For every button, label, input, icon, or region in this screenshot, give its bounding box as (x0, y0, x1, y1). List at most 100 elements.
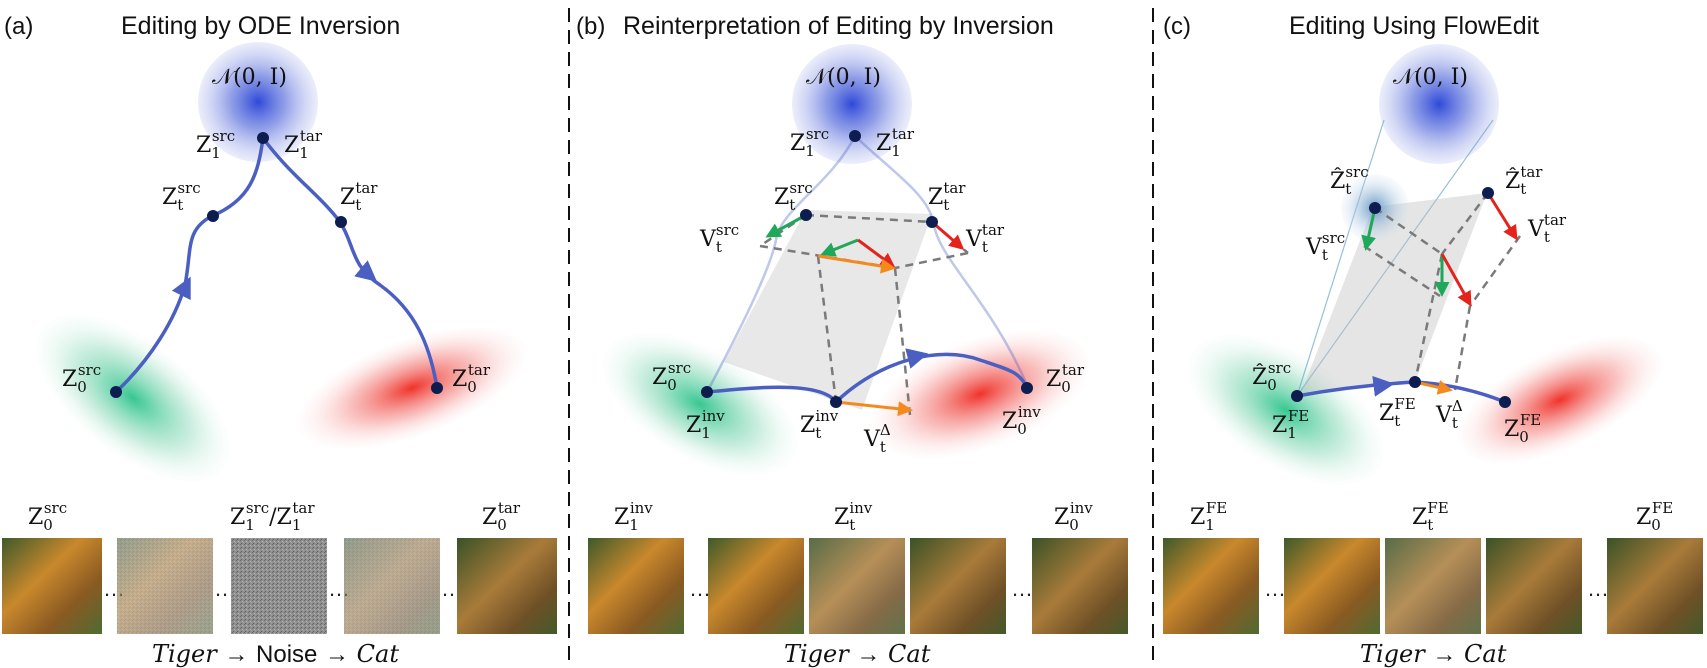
caption-b: Tiger → Cat (784, 640, 931, 668)
node-z1-a (257, 132, 269, 144)
gaussian-label-c: 𝒩(0, I) (1393, 65, 1468, 90)
label-zt-inv-b: Ztinv (800, 407, 839, 442)
node-zt-tar-hat-c (1482, 187, 1494, 199)
target-distribution-a (298, 327, 526, 449)
fe-arrowhead-c (1372, 375, 1395, 397)
label-zt-src-hat-c: Ẑtsrc (1330, 163, 1369, 198)
gaussian-blob-a (198, 42, 318, 162)
label-zt-tar-b: Zttar (928, 179, 966, 214)
label-v-tar-c: Vttar (1527, 211, 1567, 246)
strip-label-a3: Z0tar (482, 499, 521, 534)
label-zt-fe-c: ZtFE (1379, 395, 1416, 430)
label-v-delta-c: VtΔ (1435, 397, 1463, 432)
target-distribution-c (1458, 336, 1662, 464)
thumb-a4-noise-overlay (344, 538, 440, 634)
label-z1-inv-b: Z1inv (686, 407, 725, 442)
ellipsis-b1: … (689, 576, 711, 601)
vector-v-tar-inner-c (1440, 253, 1472, 307)
node-zt-tar-a (335, 216, 347, 228)
label-z1-tar-a: Z1tar (284, 127, 323, 162)
thumb-c5-cat (1607, 538, 1703, 634)
label-zt-tar-hat-c: Ẑttar (1505, 163, 1543, 198)
node-z1-b (849, 130, 861, 142)
svg-text:Z0src: Z0src (62, 361, 101, 396)
label-z1-fe-c: Z1FE (1272, 407, 1309, 442)
thumb-b1-tiger (588, 538, 684, 634)
label-z0-src-a: Z0src (62, 361, 101, 396)
strip-label-c1: Z1FE (1190, 499, 1227, 534)
node-zt-src-a (207, 210, 219, 222)
node-z0-src-a (110, 386, 122, 398)
node-zt-inv-b (830, 396, 842, 408)
label-z0-src-b: Z0src (652, 359, 691, 394)
faded-path-src-b (705, 135, 857, 393)
caption-a: Tiger → Noise → Cat (152, 640, 399, 668)
node-zt-src-b (800, 209, 812, 221)
edit-arrowhead-a (354, 260, 378, 282)
vector-v-src-inner-b (820, 238, 859, 257)
inversion-path-a (114, 137, 265, 394)
dashed-construction-c (1363, 192, 1522, 391)
cone-line-left-c (1296, 119, 1385, 397)
cone-line-right-c (1296, 119, 1494, 397)
main-path-arrowhead-b (905, 348, 929, 369)
strip-label-c3: Z0FE (1636, 499, 1673, 534)
panel-b-title: Reinterpretation of Editing by Inversion (623, 12, 1054, 40)
node-z0-fe-c (1499, 396, 1511, 408)
label-z0-fe-c: Z0FE (1504, 411, 1541, 446)
svg-text:Zttar: Zttar (340, 179, 378, 214)
label-v-delta-b: VtΔ (863, 421, 891, 456)
label-z1-src-a: Z1src (196, 127, 235, 162)
vector-delta-b (835, 400, 913, 417)
panel-c-title: Editing Using FlowEdit (1289, 12, 1539, 40)
label-z0-inv-b: Z0inv (1002, 403, 1041, 438)
thumb-a5-cat (457, 538, 557, 634)
svg-text:Z1src: Z1src (196, 127, 235, 162)
panel-c-letter: (c) (1163, 13, 1191, 40)
label-zt-tar-a: Zttar (340, 179, 378, 214)
label-v-tar-b: Vttar (965, 221, 1005, 256)
svg-text:Ztsrc: Ztsrc (162, 179, 201, 214)
strip-label-b2: Ztinv (834, 499, 873, 534)
node-z0-src-c (1291, 390, 1303, 402)
thumb-b5-cat (1032, 538, 1128, 634)
ellipsis-b2: … (1011, 576, 1033, 601)
panel-a: (a) Editing by ODE Inversion 𝒩(0, I) Z1s… (2, 12, 557, 668)
edit-path-a (261, 136, 439, 389)
thumb-c2 (1284, 538, 1380, 634)
panel-a-title: Editing by ODE Inversion (121, 12, 400, 40)
parallelogram-c (1300, 193, 1487, 396)
main-path-b (706, 352, 1029, 405)
node-zt-fe-c (1409, 376, 1421, 388)
panel-b-letter: (b) (576, 13, 605, 40)
panel-c: (c) Editing Using FlowEdit 𝒩(0, I) (1163, 12, 1703, 668)
vector-v-tar-c (1486, 192, 1518, 241)
thumb-c4 (1486, 538, 1582, 634)
strip-label-b1: Z1inv (614, 499, 653, 534)
gaussian-blob-b (792, 44, 912, 164)
thumb-c1-tiger (1163, 538, 1259, 634)
thumb-a3-noise (231, 538, 327, 634)
strip-label-a1: Z0src (28, 499, 67, 534)
gaussian-label-a: 𝒩(0, I) (212, 65, 287, 90)
label-v-src-c: Vtsrc (1305, 229, 1345, 264)
strip-label-c2: ZtFE (1412, 499, 1449, 534)
vector-v-src-c (1361, 207, 1377, 251)
thumb-b3 (809, 538, 905, 634)
strip-label-a2: Z1src/Z1tar (230, 499, 315, 534)
source-distribution-c (1188, 334, 1384, 486)
inversion-arrowhead-a (171, 276, 191, 301)
label-v-src-b: Vtsrc (699, 221, 739, 256)
node-z0-tar-b (1021, 382, 1033, 394)
vector-v-src-b (765, 213, 807, 238)
label-z1-src-b: Z1src (790, 125, 829, 160)
svg-text:Z1tar: Z1tar (284, 127, 323, 162)
thumb-c3 (1385, 538, 1481, 634)
thumb-b2 (708, 538, 804, 634)
label-z1-tar-b: Z1tar (876, 125, 915, 160)
node-z0-tar-a (431, 382, 443, 394)
panel-b: (b) Reinterpretation of Editing by Inver… (576, 12, 1128, 668)
gaussian-blob-c (1379, 44, 1499, 164)
label-zt-src-b: Ztsrc (774, 179, 813, 214)
source-distribution-a (36, 314, 230, 482)
